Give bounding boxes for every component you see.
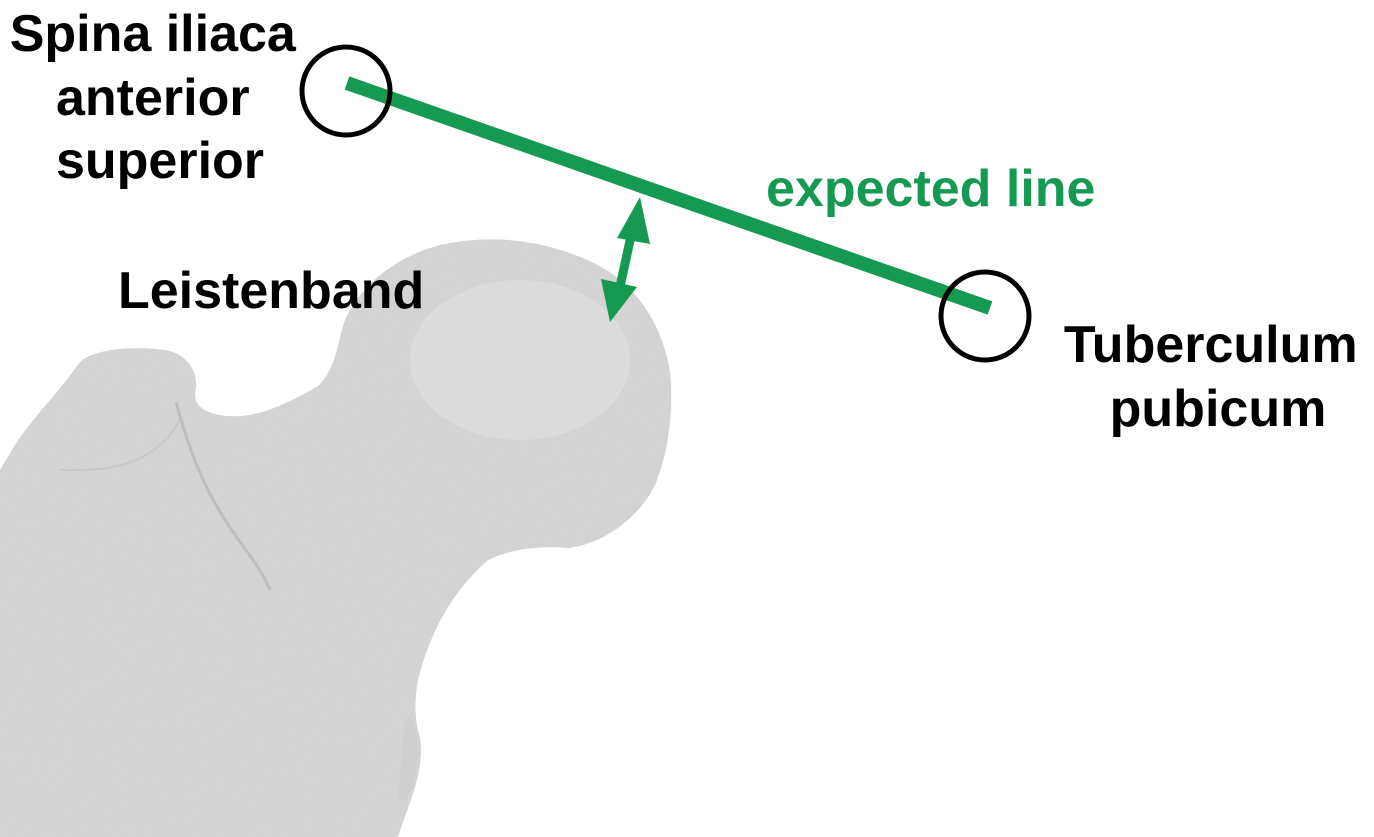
label-asis-line1: Spina iliaca xyxy=(10,5,297,63)
femur-bone xyxy=(0,239,671,837)
label-pubic-tubercle: Tuberculum pubicum xyxy=(1064,316,1372,438)
label-asis: Spina iliaca anterior superior xyxy=(10,5,311,190)
femoral-head-highlight xyxy=(410,280,630,440)
label-pubic-line2: pubicum xyxy=(1110,380,1327,438)
pubic-tubercle-marker-circle xyxy=(941,272,1029,360)
label-pubic-line1: Tuberculum xyxy=(1064,316,1358,374)
label-ligament: Leistenband xyxy=(118,262,424,320)
distance-arrow-head-top xyxy=(617,197,650,244)
label-asis-line2: anterior xyxy=(56,69,250,127)
label-expected-line: expected line xyxy=(766,160,1095,218)
label-asis-line3: superior xyxy=(56,132,264,190)
